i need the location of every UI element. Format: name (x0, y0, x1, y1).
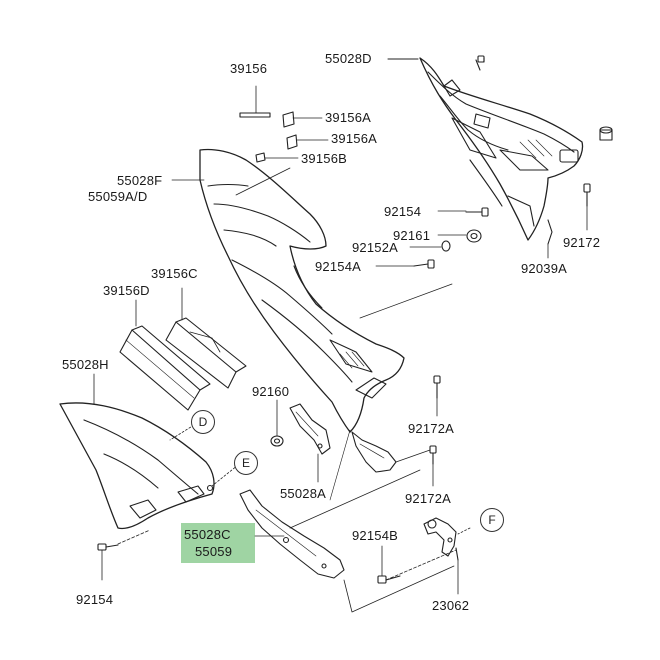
screws-92172A (395, 375, 441, 487)
label-92161: 92161 (393, 228, 431, 243)
grommet-92160 (270, 399, 284, 447)
label-39156B: 39156B (301, 151, 348, 166)
highlighted-part-box (181, 523, 255, 563)
label-92154B: 92154B (352, 528, 399, 543)
callout-f: F (480, 508, 504, 532)
callout-d: D (191, 410, 215, 434)
label-55028H: 55028H (62, 357, 109, 372)
label-55028F: 55028F (117, 173, 163, 188)
label-39156D: 39156D (103, 283, 150, 298)
callout-e: E (234, 451, 258, 475)
label-92154-top: 92154 (384, 204, 422, 219)
screw-92154-bottom (97, 529, 151, 581)
label-92172: 92172 (563, 235, 601, 250)
inner-cowl-55028D (419, 57, 584, 241)
pads-39156 (119, 287, 247, 411)
lower-part-55028C (239, 469, 421, 579)
label-92172A-1: 92172A (408, 421, 455, 436)
label-55059AD: 55059A/D (88, 189, 148, 204)
label-39156A-1: 39156A (325, 110, 372, 125)
label-92154-bottom: 92154 (76, 592, 114, 607)
label-92172A-2: 92172A (405, 491, 452, 506)
label-92039A: 92039A (521, 261, 568, 276)
bracket-55028A (289, 403, 331, 483)
lower-cowl-55028H (59, 373, 215, 530)
label-23062: 23062 (432, 598, 470, 613)
side-cowl-55028F (199, 148, 405, 473)
label-55028A: 55028A (280, 486, 327, 501)
label-55028C: 55028C (184, 527, 231, 542)
label-92152A: 92152A (352, 240, 399, 255)
label-55059: 55059 (195, 544, 233, 559)
label-92154A: 92154A (315, 259, 362, 274)
label-39156A-2: 39156A (331, 131, 378, 146)
label-39156C: 39156C (151, 266, 198, 281)
label-39156: 39156 (230, 61, 268, 76)
trim-strips-39156 (239, 85, 329, 163)
bracket-23062 (377, 517, 471, 595)
fasteners-upper-right (375, 55, 613, 269)
label-55028D: 55028D (325, 51, 372, 66)
label-92160: 92160 (252, 384, 290, 399)
